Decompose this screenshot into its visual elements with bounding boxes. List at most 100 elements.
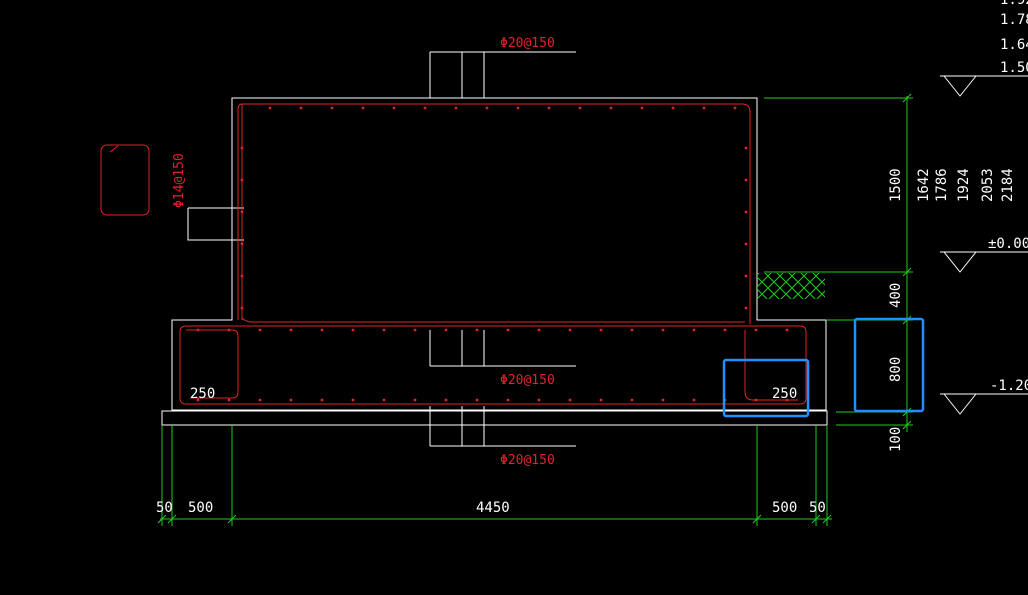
rebar-label-top: Φ20@150 (500, 36, 555, 51)
stacked-value-3: 2053 (980, 168, 996, 202)
rebar-dot (578, 106, 582, 110)
rebar-dot (506, 328, 510, 332)
rebar-dot (196, 328, 200, 332)
rebar-dot (744, 146, 748, 150)
dimension-lines (157, 93, 913, 526)
rebar-dot (630, 398, 634, 402)
rebar-dot (744, 274, 748, 278)
rebar-dot (733, 106, 737, 110)
soil-hatch (757, 273, 825, 299)
elevation-top-cut: 1.92 (1000, 0, 1028, 8)
rebar-dot (413, 398, 417, 402)
rebar-dot (240, 178, 244, 182)
structure-outline (161, 51, 828, 447)
dim-v-wall: 1500 (888, 168, 904, 202)
rebar-dot (475, 328, 479, 332)
dim-h-0: 50 (156, 500, 173, 516)
rebar-dot (240, 242, 244, 246)
highlight-corner-box[interactable] (722, 358, 810, 418)
elevation-base: -1.20 (990, 378, 1028, 394)
cover-label-left: 250 (190, 386, 215, 402)
rebar-lines (100, 103, 807, 405)
rebar-dot (516, 106, 520, 110)
rebar-dot (485, 106, 489, 110)
stacked-value-0: 1642 (916, 168, 932, 202)
dim-h-2: 4450 (476, 500, 510, 516)
highlight-boxes (722, 317, 925, 418)
rebar-dot (240, 306, 244, 310)
rebar-dot (299, 106, 303, 110)
rebar-dot (258, 398, 262, 402)
rebar-dot (330, 106, 334, 110)
rebar-dot (392, 106, 396, 110)
rebar-dot (547, 106, 551, 110)
rebar-label-bottom: Φ20@150 (500, 453, 555, 468)
rebar-dot (258, 328, 262, 332)
rebar-dot (754, 328, 758, 332)
rebar-dot (289, 328, 293, 332)
rebar-dot (630, 328, 634, 332)
stacked-value-4: 2184 (1000, 168, 1016, 202)
rebar-dot (382, 398, 386, 402)
rebar-dot (240, 274, 244, 278)
rebar-dot (413, 328, 417, 332)
rebar-dot (444, 328, 448, 332)
rebar-dot (351, 398, 355, 402)
rebar-dot (240, 146, 244, 150)
elevation-top-0: 1.78 (1000, 12, 1028, 28)
rebar-dot (744, 210, 748, 214)
rebar-dot (661, 328, 665, 332)
stacked-value-2: 1924 (956, 168, 972, 202)
rebar-dot (475, 398, 479, 402)
highlight-slab-dim-box[interactable] (853, 317, 925, 413)
rebar-dot (640, 106, 644, 110)
rebar-dot (444, 398, 448, 402)
rebar-dot (537, 328, 541, 332)
elevation-top-1: 1.64 (1000, 37, 1028, 53)
rebar-dot (744, 242, 748, 246)
rebar-dot (268, 106, 272, 110)
rebar-dot (723, 328, 727, 332)
rebar-dot (568, 328, 572, 332)
rebar-dot (320, 398, 324, 402)
rebar-dot (227, 328, 231, 332)
rebar-dot (671, 106, 675, 110)
stirrup-detail (100, 144, 150, 216)
rebar-label-middle: Φ20@150 (500, 373, 555, 388)
rebar-dot (692, 328, 696, 332)
rebar-dot (227, 398, 231, 402)
stacked-value-1: 1786 (934, 168, 950, 202)
rebar-dot (599, 398, 603, 402)
dim-v-cushion: 100 (888, 427, 904, 452)
rebar-dot (744, 306, 748, 310)
rebar-dot (240, 210, 244, 214)
dim-v-soil: 400 (888, 283, 904, 308)
rebar-dot (599, 328, 603, 332)
rebar-dot (692, 398, 696, 402)
rebar-dot (506, 398, 510, 402)
rebar-dot (568, 398, 572, 402)
rebar-dot (196, 398, 200, 402)
rebar-dot (702, 106, 706, 110)
elevation-ground: ±0.00 (988, 236, 1028, 252)
rebar-dots (196, 106, 789, 402)
rebar-label-side: Φ14@150 (172, 153, 187, 208)
rebar-dot (351, 328, 355, 332)
rebar-dot (754, 398, 758, 402)
rebar-dot (785, 328, 789, 332)
rebar-dot (537, 398, 541, 402)
rebar-dot (454, 106, 458, 110)
rebar-dot (289, 398, 293, 402)
cover-label-right: 250 (772, 386, 797, 402)
dim-h-4: 50 (809, 500, 826, 516)
rebar-dot (361, 106, 365, 110)
rebar-dot (785, 398, 789, 402)
dim-h-1: 500 (188, 500, 213, 516)
rebar-dot (382, 328, 386, 332)
rebar-dot (423, 106, 427, 110)
rebar-dot (609, 106, 613, 110)
rebar-dot (320, 328, 324, 332)
rebar-dot (744, 178, 748, 182)
dim-v-slab: 800 (888, 357, 904, 382)
